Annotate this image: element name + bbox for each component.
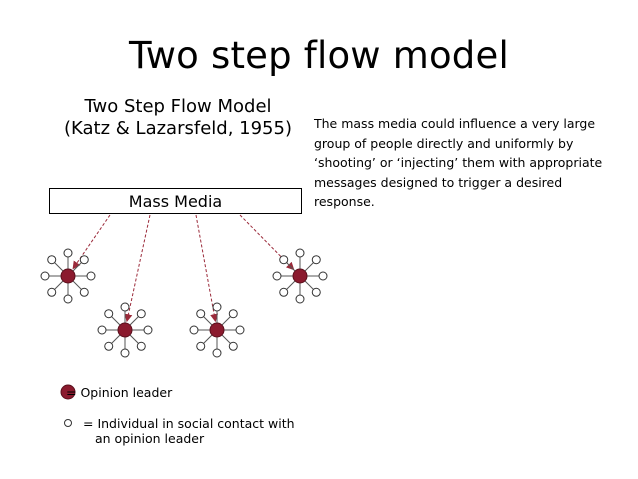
individual-node [40, 271, 50, 281]
individual-node [272, 271, 282, 281]
individual-node [47, 255, 57, 265]
diagram-title-line-2: (Katz & Lazarsfeld, 1955) [64, 118, 292, 139]
individual-node [295, 294, 305, 304]
individual-node [212, 302, 222, 312]
individual-node [120, 348, 130, 358]
individual-node [63, 248, 73, 258]
contact-line [200, 329, 218, 347]
individual-node [79, 255, 89, 265]
description-line-1: The mass media could influence a very la… [314, 116, 596, 131]
mass-media-box: Mass Media [49, 188, 302, 214]
individual-node [63, 294, 73, 304]
legend-leader-text: = Opinion leader [66, 385, 173, 400]
individual-node [97, 325, 107, 335]
description-text: The mass media could influence a very la… [314, 114, 632, 212]
contact-line [299, 275, 317, 293]
legend-individual-label: = Individual in social contact with an o… [83, 416, 295, 446]
flow-arrow-3 [195, 214, 219, 323]
cluster-3 [189, 302, 245, 358]
opinion-leader-node [60, 268, 76, 284]
individual-node [143, 325, 153, 335]
individual-node [196, 309, 206, 319]
individual-node [318, 271, 328, 281]
individual-node [120, 302, 130, 312]
individual-node [212, 348, 222, 358]
contact-line [283, 275, 301, 293]
opinion-leader-node [209, 322, 225, 338]
contact-line [67, 259, 85, 277]
contact-line [108, 329, 126, 347]
individual-node [47, 287, 57, 297]
contact-line [200, 313, 218, 331]
individual-node [104, 309, 114, 319]
contact-line [108, 313, 126, 331]
flow-arrow-1 [72, 214, 111, 270]
individual-node [295, 248, 305, 258]
individual-node [279, 287, 289, 297]
opinion-leader-node [292, 268, 308, 284]
legend-individual-line-1: = Individual in social contact with [83, 416, 295, 431]
description-line-4: messages designed to trigger a desired [314, 174, 563, 190]
legend-leader-label: = Opinion leader [66, 385, 172, 400]
flow-arrows [72, 214, 295, 323]
individual-node [311, 255, 321, 265]
description-line-5: response. [314, 194, 375, 209]
cluster-2 [97, 302, 153, 358]
diagram-title-line-1: Two Step Flow Model [84, 96, 272, 117]
legend-individual-symbol [64, 419, 72, 427]
contact-line [124, 329, 142, 347]
individual-node [189, 325, 199, 335]
contact-line [51, 275, 69, 293]
contact-line [216, 313, 234, 331]
contact-line [299, 259, 317, 277]
individual-node [79, 287, 89, 297]
individual-node [311, 287, 321, 297]
individual-node [104, 341, 114, 351]
individual-node [235, 325, 245, 335]
individual-node [228, 341, 238, 351]
slide-title: Two step flow model [129, 34, 509, 77]
individual-node [228, 309, 238, 319]
cluster-1 [40, 248, 96, 304]
individual-node [86, 271, 96, 281]
opinion-leader-node [117, 322, 133, 338]
opinion-leader-clusters [40, 248, 328, 358]
diagram-title: Two Step Flow Model (Katz & Lazarsfeld, … [48, 96, 308, 140]
contact-line [51, 259, 69, 277]
flow-arrow-4 [239, 214, 295, 271]
cluster-4 [272, 248, 328, 304]
contact-line [283, 259, 301, 277]
contact-line [67, 275, 85, 293]
individual-node [136, 341, 146, 351]
individual-node [196, 341, 206, 351]
flow-arrow-2 [124, 214, 151, 323]
legend-individual-line-2: an opinion leader [95, 431, 205, 446]
description-line-2: group of people directly and uniformly b… [314, 135, 574, 151]
contact-line [124, 313, 142, 331]
individual-node [136, 309, 146, 319]
individual-node [279, 255, 289, 265]
contact-line [216, 329, 234, 347]
description-line-3: ‘shooting’ or ‘injecting’ them with appr… [314, 155, 603, 170]
